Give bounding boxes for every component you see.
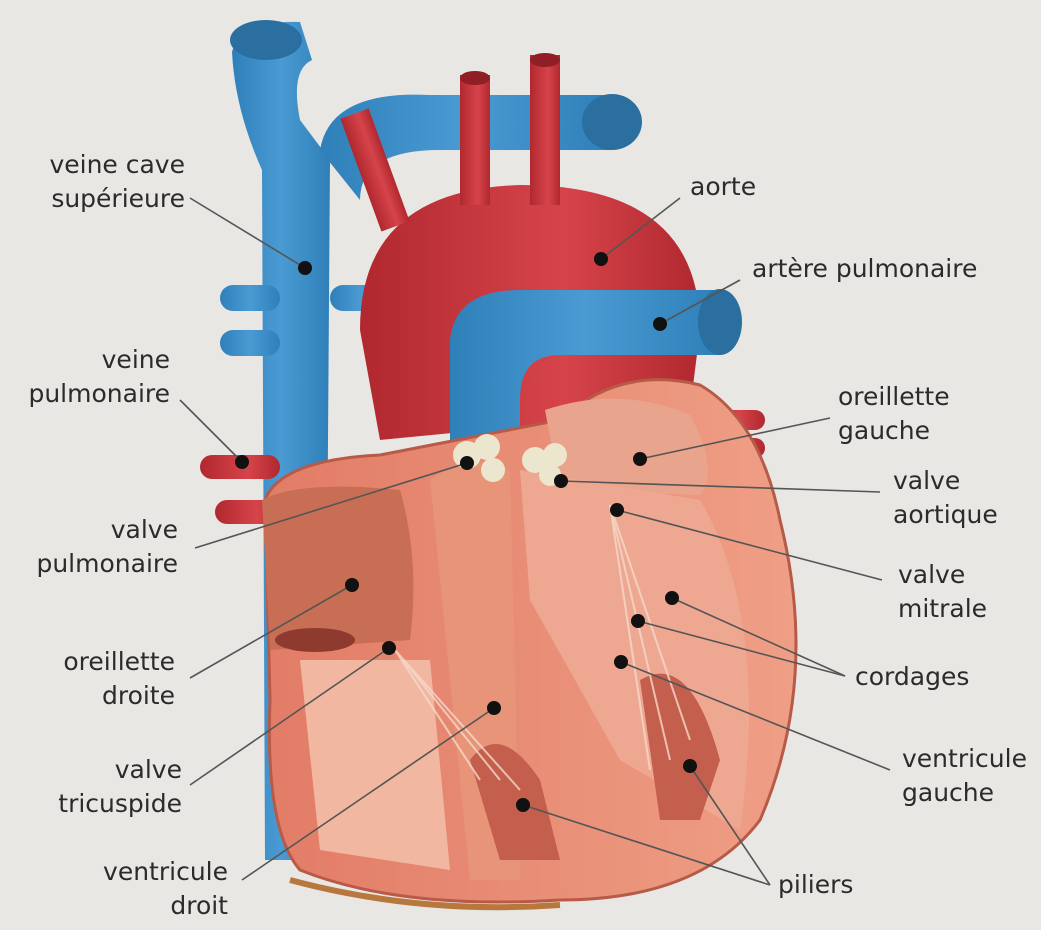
label-artp-line1: artère pulmonaire	[752, 252, 977, 286]
leader-vcs	[190, 198, 305, 268]
label-vp-line2: pulmonaire	[20, 377, 170, 411]
leader-valve-mit	[617, 510, 882, 580]
marker-valve-ao	[554, 474, 568, 488]
label-od: oreillette droite	[20, 645, 175, 713]
marker-cordages-1	[665, 591, 679, 605]
marker-artp	[653, 317, 667, 331]
label-og-line1: oreillette	[838, 380, 950, 414]
marker-piliers-2	[516, 798, 530, 812]
marker-vcs	[298, 261, 312, 275]
leader-aorte	[601, 198, 680, 259]
label-vd: ventricule droit	[20, 855, 228, 923]
leader-piliers-2	[523, 805, 770, 885]
leader-valve-ao	[561, 481, 880, 492]
label-aorte-line1: aorte	[690, 170, 756, 204]
marker-og	[633, 452, 647, 466]
label-valve-ao-line2: aortique	[893, 498, 998, 532]
label-vp: veine pulmonaire	[20, 343, 170, 411]
label-cordages-line1: cordages	[855, 660, 969, 694]
leader-vd	[242, 708, 494, 880]
label-valve-mit-line1: valve	[898, 558, 987, 592]
label-piliers: piliers	[778, 868, 853, 902]
label-valve-pulm-line2: pulmonaire	[20, 547, 178, 581]
leader-vg	[621, 662, 890, 770]
label-vd-line1: ventricule	[20, 855, 228, 889]
label-od-line1: oreillette	[20, 645, 175, 679]
marker-piliers-1	[683, 759, 697, 773]
label-vg-line2: gauche	[902, 776, 1027, 810]
label-vcs-line1: veine cave	[20, 148, 185, 182]
marker-vd	[487, 701, 501, 715]
label-valve-ao-line1: valve	[893, 464, 998, 498]
marker-valve-pulm	[460, 456, 474, 470]
marker-cordages-2	[631, 614, 645, 628]
marker-vp	[235, 455, 249, 469]
label-aorte: aorte	[690, 170, 756, 204]
label-valve-pulm: valve pulmonaire	[20, 513, 178, 581]
label-valve-tri-line1: valve	[20, 753, 182, 787]
marker-vg	[614, 655, 628, 669]
label-artp: artère pulmonaire	[752, 252, 977, 286]
label-og: oreillette gauche	[838, 380, 950, 448]
label-vg-line1: ventricule	[902, 742, 1027, 776]
label-vcs: veine cave supérieure	[20, 148, 185, 216]
leader-valve-tri	[190, 648, 389, 785]
marker-od	[345, 578, 359, 592]
leader-artp	[660, 280, 740, 324]
label-valve-tri: valve tricuspide	[20, 753, 182, 821]
leader-valve-pulm	[195, 463, 467, 548]
leader-og	[640, 418, 830, 459]
label-valve-ao: valve aortique	[893, 464, 998, 532]
label-valve-mit-line2: mitrale	[898, 592, 987, 626]
label-od-line2: droite	[20, 679, 175, 713]
label-piliers-line1: piliers	[778, 868, 853, 902]
label-valve-mit: valve mitrale	[898, 558, 987, 626]
marker-aorte	[594, 252, 608, 266]
label-vp-line1: veine	[20, 343, 170, 377]
marker-valve-tri	[382, 641, 396, 655]
marker-valve-mit	[610, 503, 624, 517]
label-valve-pulm-line1: valve	[20, 513, 178, 547]
leader-piliers-1	[690, 766, 770, 885]
leader-od	[190, 585, 352, 678]
label-vcs-line2: supérieure	[20, 182, 185, 216]
leader-vp	[180, 400, 242, 462]
label-cordages: cordages	[855, 660, 969, 694]
label-og-line2: gauche	[838, 414, 950, 448]
label-vg: ventricule gauche	[902, 742, 1027, 810]
label-valve-tri-line2: tricuspide	[20, 787, 182, 821]
label-vd-line2: droit	[20, 889, 228, 923]
